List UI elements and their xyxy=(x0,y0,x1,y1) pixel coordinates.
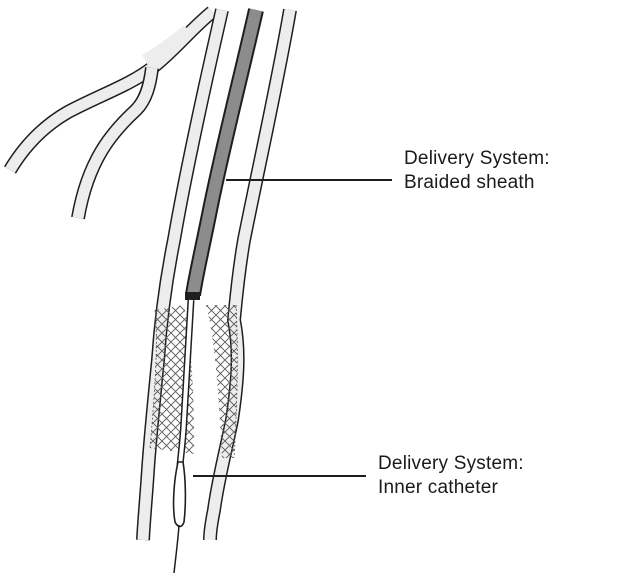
guidewire xyxy=(174,525,179,573)
label-line: Delivery System: xyxy=(404,147,550,171)
label-line: Inner catheter xyxy=(378,476,524,500)
label-line: Braided sheath xyxy=(404,171,550,195)
catheter-tip xyxy=(174,462,186,527)
main-vessel xyxy=(143,10,290,540)
inner-catheter-label: Delivery System: Inner catheter xyxy=(378,452,524,500)
label-line: Delivery System: xyxy=(378,452,524,476)
sheath-tip xyxy=(185,292,200,300)
stent xyxy=(140,300,250,465)
braided-sheath-label: Delivery System: Braided sheath xyxy=(404,147,550,195)
